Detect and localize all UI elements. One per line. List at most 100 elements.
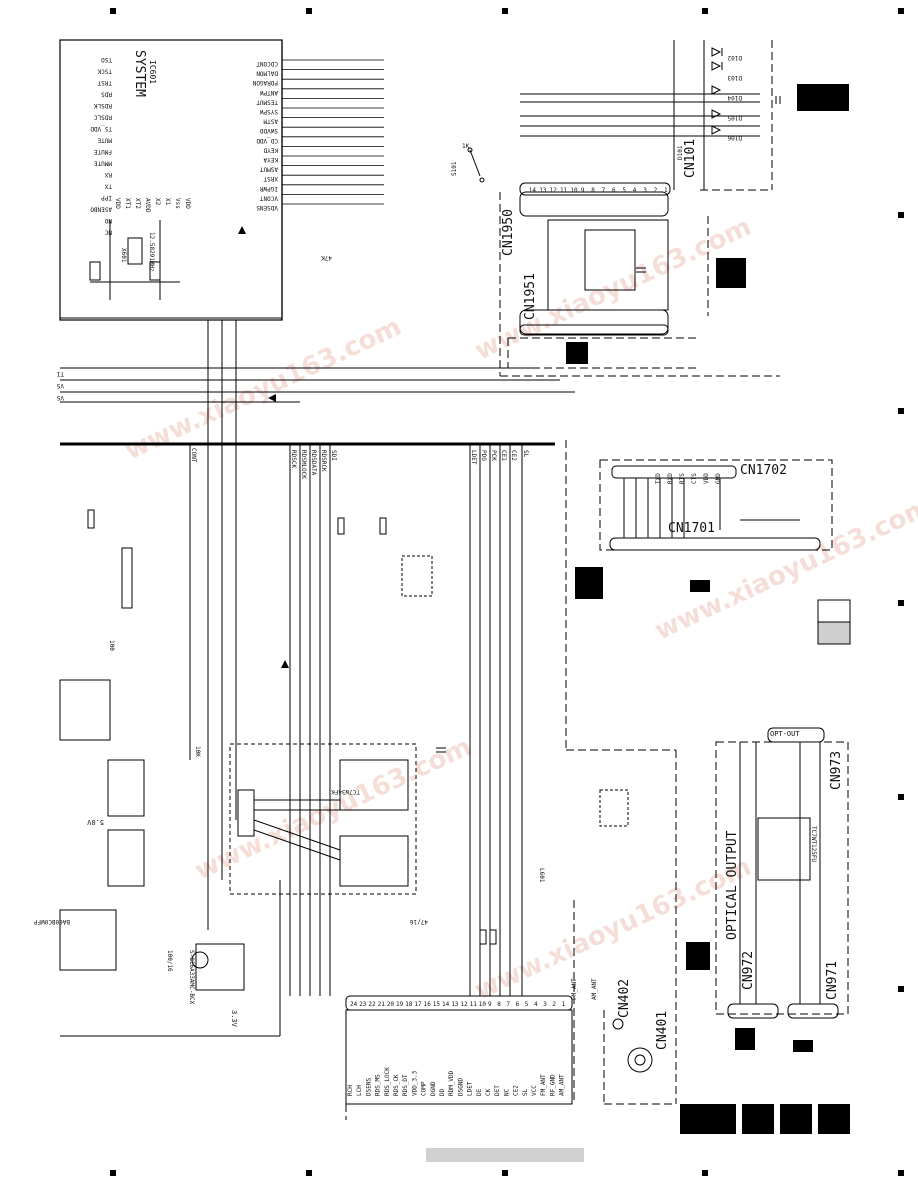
system-pin-right-label: ANTPW bbox=[260, 89, 278, 96]
cn401-pin-number: 9 bbox=[488, 1001, 492, 1008]
value-1k: 1K bbox=[462, 143, 470, 150]
cn401-pin-label: CE2 bbox=[513, 1085, 520, 1096]
mid-signal-label: SDI bbox=[330, 450, 337, 461]
cn401-pin-number: 15 bbox=[433, 1001, 441, 1008]
cn402-label: CN402 bbox=[617, 979, 632, 1018]
system-pin-right-label: CD_VDD bbox=[256, 137, 278, 144]
cn401-pin-label: LDET bbox=[467, 1081, 474, 1096]
cn401-pin-label: DSGND bbox=[457, 1078, 464, 1096]
cn1702-pin-label: RXD bbox=[667, 473, 674, 484]
diode-label: D104 bbox=[727, 94, 742, 101]
svg-text:www.xiaoyu163.com: www.xiaoyu163.com bbox=[190, 732, 476, 887]
system-pin-right-label: ASTM bbox=[263, 118, 278, 125]
system-pin-right-label: VCONT bbox=[260, 194, 278, 201]
optical-output-title: OPTICAL OUTPUT bbox=[725, 830, 740, 940]
cn401-pin-number: 23 bbox=[359, 1001, 367, 1008]
ic-bottom-a: BA00BC0WFP bbox=[33, 918, 70, 925]
cn401-pin-number: 5 bbox=[525, 1001, 529, 1008]
cn101-pin-number: 5 bbox=[622, 187, 626, 194]
cn401-pin-number: 18 bbox=[405, 1001, 413, 1008]
cn401-pin-number: 6 bbox=[516, 1001, 520, 1008]
cn1951-label: CN1951 bbox=[523, 273, 538, 320]
cn401-pin-label: LCH bbox=[356, 1085, 363, 1096]
cn101-block bbox=[519, 40, 773, 196]
cn401-block bbox=[345, 440, 677, 1120]
system-ic-ref: IC601 bbox=[148, 60, 157, 84]
cn971-label: CN971 bbox=[825, 961, 840, 1000]
diode-label: D103 bbox=[727, 74, 742, 81]
system-pin-left-label: ASENBO bbox=[90, 206, 112, 213]
cn101-pin-number: 1 bbox=[664, 187, 668, 194]
system-pin-left-label: TX bbox=[104, 183, 112, 190]
cn401-pin-label: NC bbox=[503, 1088, 510, 1096]
system-pin-left-label: RX bbox=[104, 171, 112, 178]
cn401-pin-label: VDD_3.3 bbox=[411, 1070, 418, 1096]
system-pin-right-label: KEYA bbox=[263, 156, 278, 163]
diode-label: D106 bbox=[727, 134, 742, 141]
cn1702-pin-label: CTS bbox=[691, 473, 698, 484]
cn401-pin-number: 8 bbox=[497, 1001, 501, 1008]
cn401-pin-label: RDS_DT bbox=[402, 1074, 409, 1096]
system-pin-left-label: NC bbox=[104, 229, 112, 236]
system-pin-top-label: X1 bbox=[164, 198, 171, 206]
value-5v: 5.0V bbox=[86, 818, 104, 826]
system-pin-left-label: TRST bbox=[97, 79, 112, 86]
cn401-pin-label: DET bbox=[494, 1085, 501, 1096]
system-pin-top-label: X2 bbox=[154, 198, 161, 206]
system-pin-left-label: RDSLC bbox=[94, 114, 112, 121]
cn401-pin-label: AM_ANT bbox=[559, 1074, 566, 1096]
system-pin-top-label: AVDD bbox=[144, 198, 151, 213]
mid-signal-label: CE1 bbox=[500, 450, 507, 461]
optical-output-block bbox=[715, 727, 849, 1019]
cn401-pin-number: 12 bbox=[460, 1001, 468, 1008]
left-signal-label: VS bbox=[56, 394, 64, 401]
mid-signal-label: PDO bbox=[480, 450, 487, 461]
system-pin-right-label: VDSENS bbox=[256, 204, 278, 211]
cn401-pin-number: 3 bbox=[543, 1001, 547, 1008]
mid-signal-label: PCK bbox=[490, 450, 497, 461]
system-pin-right-label: CDCONT bbox=[256, 60, 278, 67]
cn101-pin-number: 6 bbox=[612, 187, 616, 194]
cn401-pin-label: RCH bbox=[347, 1085, 354, 1096]
value-47-16: 47/16 bbox=[410, 918, 428, 925]
title-block bbox=[680, 1104, 850, 1134]
system-pin-left-label: MMUTE bbox=[94, 160, 112, 167]
cn101-pin-number: 13 bbox=[539, 187, 547, 194]
system-pin-left-label: RDSLK bbox=[94, 102, 112, 109]
system-pin-top-label: Vss bbox=[174, 198, 181, 209]
cn401-pin-label: RDS_LOCK bbox=[384, 1067, 391, 1096]
cn401-pin-label: VCC bbox=[531, 1085, 538, 1096]
tc7w-label: TC7W34FK bbox=[331, 788, 360, 795]
system-ic-right-pins: CDCONTDALMONPDRAGONANTPWTESMUTSYSPWASTMS… bbox=[252, 59, 384, 211]
system-pin-right-label: SWVDD bbox=[260, 127, 278, 134]
cont-label: CONT bbox=[190, 448, 197, 463]
system-ic-name: SYSTEM bbox=[132, 50, 147, 97]
system-pin-right-label: ASMUT bbox=[260, 166, 278, 173]
cn401-pin-number: 1 bbox=[562, 1001, 566, 1008]
cn401-pin-label: DGND bbox=[430, 1081, 437, 1096]
left-signal-label: TI bbox=[56, 370, 64, 377]
cn101-pin-number: 7 bbox=[602, 187, 606, 194]
section-markers bbox=[566, 84, 851, 1052]
cn401-pin-label: FM_ANT bbox=[540, 1074, 547, 1096]
svg-text:www.xiaoyu163.com: www.xiaoyu163.com bbox=[470, 852, 756, 1007]
cn1702-pin-label: RTS bbox=[679, 473, 686, 484]
left-bus bbox=[60, 320, 575, 930]
system-pin-left-label: FMUTE bbox=[94, 148, 112, 155]
mid-signal-label: CE2 bbox=[510, 450, 517, 461]
cn101-pin-number: 9 bbox=[581, 187, 585, 194]
cn401-pin-number: 11 bbox=[470, 1001, 478, 1008]
cn401-pin-label: RDM_VDD bbox=[448, 1070, 455, 1096]
system-pin-right-label: XRST bbox=[263, 175, 278, 182]
cn401-pin-number: 4 bbox=[534, 1001, 538, 1008]
cn401-pin-label: DD bbox=[439, 1088, 446, 1096]
diode-label: D105 bbox=[727, 114, 742, 121]
cn401-pin-label: COMP bbox=[421, 1081, 428, 1096]
system-pin-right-label: TESMUT bbox=[256, 98, 278, 105]
s101-switch bbox=[467, 147, 485, 183]
value-100: 100 bbox=[108, 640, 115, 651]
system-pin-top-label: VDD bbox=[184, 198, 191, 209]
